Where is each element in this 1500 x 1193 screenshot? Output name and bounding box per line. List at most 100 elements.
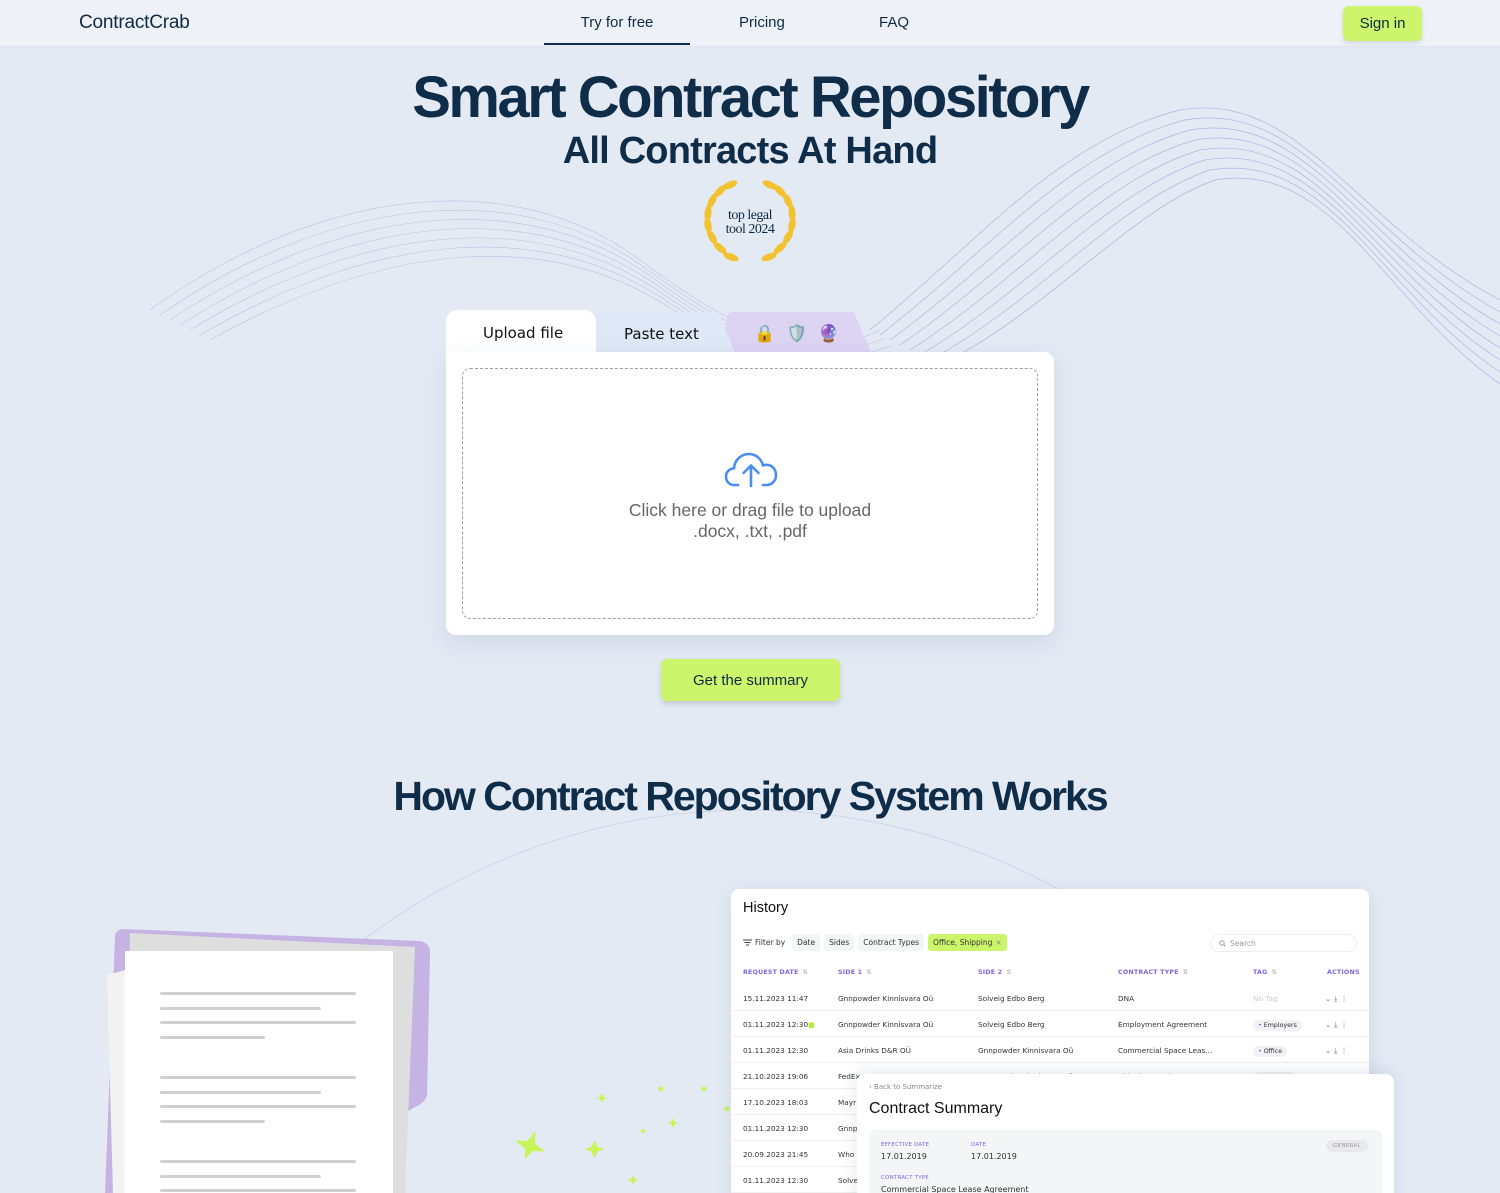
- column-header-tag[interactable]: TAG⇅: [1253, 969, 1277, 976]
- tag-dot-icon: •: [1258, 1048, 1264, 1055]
- filter-date[interactable]: Date: [792, 934, 821, 951]
- table-row[interactable]: 01.11.2023 12:30 Asia Drinks D&R OÜ Gnnp…: [731, 1037, 1369, 1063]
- active-nav-indicator: [544, 43, 690, 45]
- filter-by-label: Filter by: [743, 938, 788, 947]
- effective-date-value: 17.01.2019: [881, 1152, 927, 1161]
- file-dropzone[interactable]: Click here or drag file to upload .docx,…: [462, 368, 1038, 619]
- column-label: TAG: [1253, 969, 1268, 976]
- table-row[interactable]: 01.11.2023 12:30■ Gnnpowder Kinnisvara O…: [731, 1011, 1369, 1037]
- cell-date: 01.11.2023 12:30: [743, 1124, 809, 1133]
- date-text: 01.11.2023 12:30: [743, 1020, 809, 1029]
- cell-side-1: Solve: [838, 1176, 858, 1185]
- column-header-side-2[interactable]: SIDE 2⇅: [978, 969, 1012, 976]
- active-filter-label: Office, Shipping: [933, 938, 993, 947]
- sign-in-button[interactable]: Sign in: [1343, 6, 1422, 41]
- chevron-left-icon: ‹: [869, 1083, 875, 1091]
- cell-date: 15.11.2023 11:47: [743, 994, 809, 1003]
- sparkle-decoration: [514, 1086, 730, 1185]
- row-actions[interactable]: ⌄⤓⋮: [1325, 1046, 1351, 1056]
- row-actions[interactable]: ⌄⤓⋮: [1325, 1020, 1351, 1030]
- category-badge: GENERAL: [1326, 1140, 1368, 1152]
- more-icon[interactable]: ⋮: [1340, 1046, 1351, 1055]
- nav-try-for-free[interactable]: Try for free: [580, 14, 654, 31]
- award-badge: top legal tool 2024: [700, 177, 800, 269]
- cell-date: 01.11.2023 12:30: [743, 1176, 809, 1185]
- download-icon[interactable]: ⤓: [1334, 1020, 1341, 1029]
- chevron-down-icon[interactable]: ⌄: [1325, 994, 1335, 1003]
- cell-side-1: Asia Drinks D&R OÜ: [838, 1046, 912, 1055]
- filter-contract-types[interactable]: Contract Types: [858, 934, 925, 951]
- lock-icon: 🔒: [754, 323, 776, 344]
- search-icon: [1219, 939, 1226, 947]
- close-icon[interactable]: ×: [995, 938, 1002, 947]
- cell-side-1: Gnnpowder Kinnisvara Oü: [838, 994, 934, 1003]
- cell-side-1: Who: [838, 1150, 855, 1159]
- cell-side-2: Solveig Edbo Berg: [978, 994, 1045, 1003]
- column-header-actions: ACTIONS: [1327, 969, 1360, 976]
- history-search-input[interactable]: Search: [1210, 934, 1357, 952]
- tab-paste-text[interactable]: Paste text: [586, 312, 736, 355]
- cell-contract-type: DNA: [1118, 994, 1135, 1003]
- effective-date-label: EFFECTIVE DATE: [881, 1142, 930, 1148]
- cell-tag: No Tag: [1253, 994, 1278, 1003]
- filter-by-text: Filter by: [755, 938, 786, 947]
- back-label: Back to Summarize: [874, 1083, 943, 1091]
- more-icon[interactable]: ⋮: [1340, 994, 1351, 1003]
- back-to-summarize-link[interactable]: ‹ Back to Summarize: [869, 1083, 942, 1091]
- shield-icon: 🛡️: [786, 323, 808, 344]
- cell-date: 01.11.2023 12:30■: [743, 1020, 815, 1029]
- tab-security-icons[interactable]: 🔒 🛡️ 🔮: [722, 312, 872, 355]
- cell-side-2: Gnnpowder Kinnisvara Oü: [978, 1046, 1074, 1055]
- laurel-wreath-icon: [704, 180, 796, 262]
- cell-tag: • Employers: [1253, 1020, 1302, 1031]
- cell-date: 17.10.2023 18:03: [743, 1098, 809, 1107]
- chevron-down-icon[interactable]: ⌄: [1325, 1046, 1335, 1055]
- cell-date: 20.09.2023 21:45: [743, 1150, 809, 1159]
- cell-side-1: Gnnp: [838, 1124, 858, 1133]
- date-label: DATE: [971, 1142, 987, 1148]
- search-placeholder: Search: [1230, 938, 1256, 948]
- top-nav-bar: ContractCrab Try for free Pricing FAQ Si…: [0, 0, 1500, 47]
- award-text: top legal tool 2024: [700, 209, 800, 237]
- cell-side-1: Mayr: [838, 1098, 857, 1107]
- nav-faq[interactable]: FAQ: [879, 14, 910, 31]
- logo[interactable]: ContractCrab: [79, 12, 190, 33]
- cell-side-1: FedEx: [838, 1072, 860, 1081]
- nav-pricing[interactable]: Pricing: [739, 14, 785, 31]
- more-icon[interactable]: ⋮: [1340, 1020, 1351, 1029]
- page-title: Smart Contract Repository: [412, 65, 1090, 130]
- cell-contract-type: Commercial Space Leas...: [1118, 1046, 1213, 1055]
- column-header-contract-type[interactable]: CONTRACT TYPE⇅: [1118, 969, 1188, 976]
- column-label: REQUEST DATE: [743, 969, 799, 976]
- download-icon[interactable]: ⤓: [1334, 1046, 1341, 1055]
- cell-date: 21.10.2023 19:06: [743, 1072, 809, 1081]
- cell-side-2: Solveig Edbo Berg: [978, 1020, 1045, 1029]
- accepted-formats: .docx, .txt, .pdf: [693, 521, 807, 541]
- table-row[interactable]: 15.11.2023 11:47 Gnnpowder Kinnisvara Oü…: [731, 985, 1369, 1011]
- crystal-ball-icon: 🔮: [818, 323, 840, 344]
- download-icon[interactable]: ⤓: [1334, 994, 1341, 1003]
- page-subtitle: All Contracts At Hand: [562, 130, 938, 172]
- column-header-side-1[interactable]: SIDE 1⇅: [838, 969, 872, 976]
- date-value: 17.01.2019: [971, 1152, 1017, 1161]
- filter-bar: Filter by Date Sides Contract Types Offi…: [743, 934, 1007, 951]
- section-title-how-it-works: How Contract Repository System Works: [393, 773, 1108, 819]
- sort-icon: ⇅: [802, 969, 809, 976]
- tab-upload-file[interactable]: Upload file: [446, 310, 596, 355]
- column-label: SIDE 1: [838, 969, 863, 976]
- active-filter-chip[interactable]: Office, Shipping×: [928, 934, 1007, 951]
- column-header-request-date[interactable]: REQUEST DATE⇅: [743, 969, 808, 976]
- cell-side-1: Gnnpowder Kinnisvara Oü: [838, 1020, 934, 1029]
- chevron-down-icon[interactable]: ⌄: [1325, 1020, 1335, 1029]
- summary-details: EFFECTIVE DATE 17.01.2019 DATE 17.01.201…: [869, 1130, 1382, 1193]
- get-summary-button[interactable]: Get the summary: [661, 659, 840, 701]
- summary-title: Contract Summary: [869, 1100, 1003, 1117]
- highlight-marker-icon: ■: [808, 1021, 815, 1029]
- row-actions[interactable]: ⌄⤓⋮: [1325, 994, 1351, 1004]
- cloud-upload-icon: [724, 452, 778, 488]
- upload-card: Click here or drag file to upload .docx,…: [446, 352, 1054, 635]
- filter-sides[interactable]: Sides: [824, 934, 855, 951]
- dropzone-hint: Click here or drag file to upload: [628, 500, 872, 520]
- sort-icon: ⇅: [1182, 969, 1189, 976]
- sort-icon: ⇅: [1271, 969, 1277, 976]
